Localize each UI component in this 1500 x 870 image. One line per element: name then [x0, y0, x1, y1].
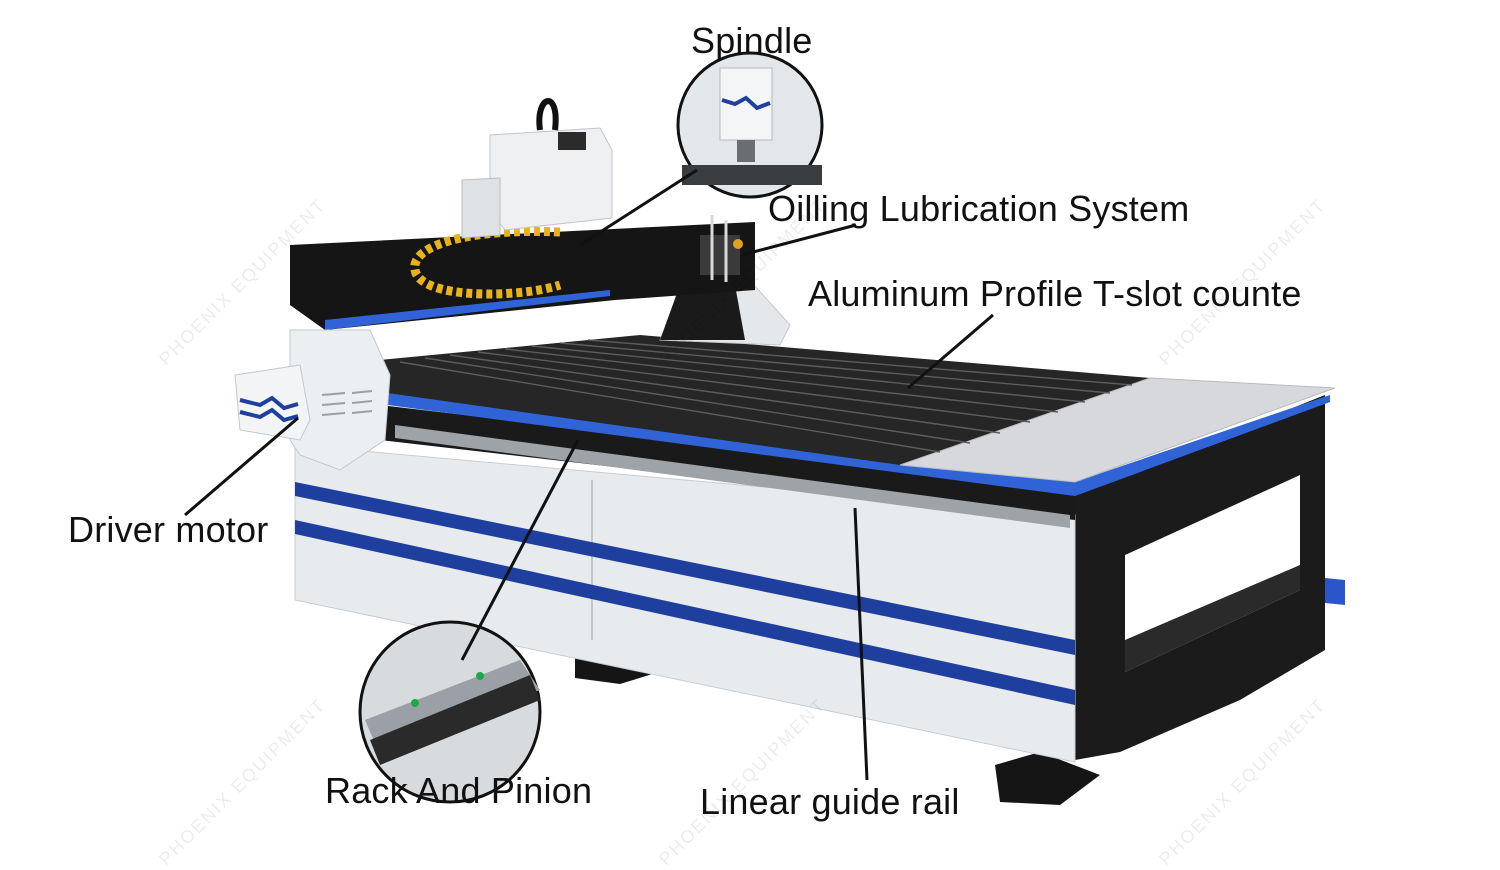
guide-rail	[395, 425, 1070, 528]
leader-driver	[184, 416, 299, 517]
label-linear-guide-rail: Linear guide rail	[700, 781, 960, 822]
gantry-beam-blue	[325, 290, 610, 330]
stripe-upper	[295, 482, 1075, 655]
vent-grille	[321, 390, 373, 416]
driver-motor-housing	[234, 364, 311, 441]
spindle-window	[558, 132, 586, 150]
label-driver-motor: Driver motor	[68, 509, 269, 550]
stripe-lower	[295, 520, 1075, 705]
leader-profile	[907, 313, 994, 390]
foot-right-front	[995, 752, 1100, 805]
label-spindle: Spindle	[691, 20, 813, 61]
work-table	[380, 335, 1336, 496]
tslot-lines	[399, 339, 1133, 453]
motor-logo	[239, 395, 299, 411]
leader-rack	[460, 439, 580, 661]
table-plate	[899, 377, 1336, 483]
leader-lines	[184, 168, 994, 781]
leader-oiling	[741, 223, 857, 257]
gantry-support-right-black	[660, 285, 745, 340]
machine-base	[294, 395, 1345, 805]
label-aluminum-profile: Aluminum Profile T-slot counte	[808, 273, 1302, 314]
spindle-head	[489, 127, 613, 231]
gantry-beam	[290, 222, 755, 330]
spindle-motor	[461, 177, 501, 239]
label-rack-and-pinion: Rack And Pinion	[325, 770, 593, 811]
frame-right-bar	[1125, 565, 1300, 672]
blue-bracket	[1325, 578, 1345, 605]
gantry	[234, 98, 791, 471]
leader-spindle	[579, 168, 698, 247]
inset-rack	[358, 620, 542, 804]
label-oiling-system: Oilling Lubrication System	[768, 188, 1190, 229]
inset-spindle	[676, 51, 824, 199]
spindle-cable	[536, 98, 559, 131]
body-top-band	[380, 405, 1075, 520]
oiling-system	[700, 215, 743, 282]
gantry-end-left	[289, 329, 391, 471]
leader-rail	[853, 507, 869, 781]
